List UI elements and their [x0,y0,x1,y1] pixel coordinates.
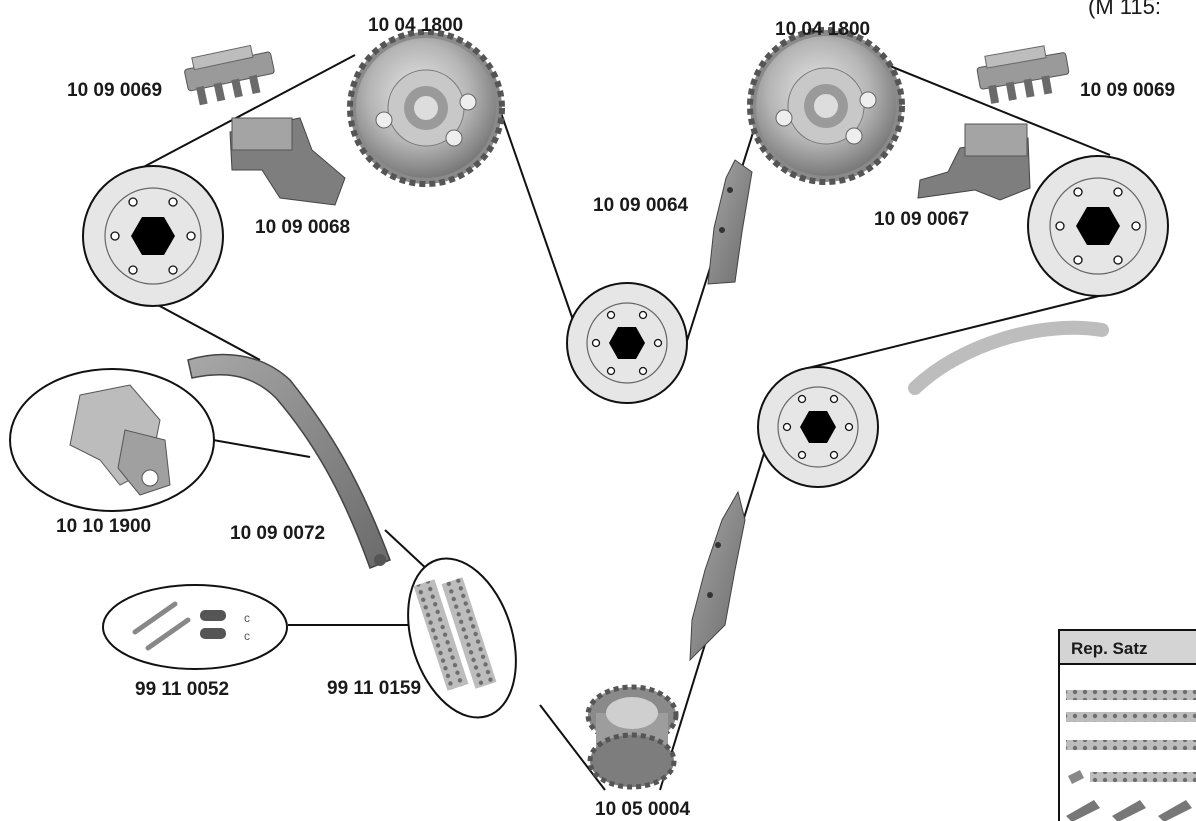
repair-kit-header: Rep. Satz [1071,639,1148,658]
tensioner-rail-left [230,118,345,205]
center-guide [708,160,752,284]
repair-kit-panel: Rep. Satz [1059,630,1196,821]
kit-chain-icon [1090,772,1196,782]
callout-chain-tensioner [10,369,214,511]
callout-line [213,440,310,457]
svg-text:c: c [244,611,250,625]
upper-guide-right [975,42,1072,105]
pulley-top-right [1028,156,1168,296]
callout-chain-links [389,545,535,732]
camshaft-sprocket-right [750,30,902,182]
tensioner-rail-right [918,124,1030,200]
camshaft-sprocket-left [350,32,502,184]
label-crank-sprocket: 10 05 0004 [595,799,691,820]
label-chain-tensioner: 10 10 1900 [56,516,151,537]
kit-chain-icon [1066,690,1196,700]
kit-chain-icon [1066,740,1196,750]
pulley-right-mid [758,367,878,487]
label-tensioner-rail-left: 10 09 0068 [255,217,350,238]
label-tensioner-rail-right: 10 09 0067 [874,209,969,230]
chain-segment [385,530,430,572]
label-long-rail: 10 09 0072 [230,523,325,544]
callout-link-kit: c c [103,585,287,669]
label-guide-top-left: 10 09 0069 [67,80,162,101]
label-sprocket-left: 10 04 1800 [368,15,463,36]
model-code-text: (M 115: [1088,0,1161,19]
pulley-center [567,283,687,403]
upper-guide-left [182,42,278,107]
label-sprocket-right: 10 04 1800 [775,19,870,40]
arc-guide [915,328,1102,388]
label-guide-top-right: 10 09 0069 [1080,80,1175,101]
svg-text:c: c [244,629,250,643]
lower-guide-right [690,492,745,660]
chain-segment [500,110,573,320]
label-link-kit: 99 11 0052 [135,679,229,700]
label-chain-links: 99 11 0159 [327,678,421,699]
label-center-guide: 10 09 0064 [593,195,689,216]
crankshaft-sprocket [588,687,676,787]
pulley-top-left [83,166,223,306]
kit-chain-icon [1066,712,1196,722]
